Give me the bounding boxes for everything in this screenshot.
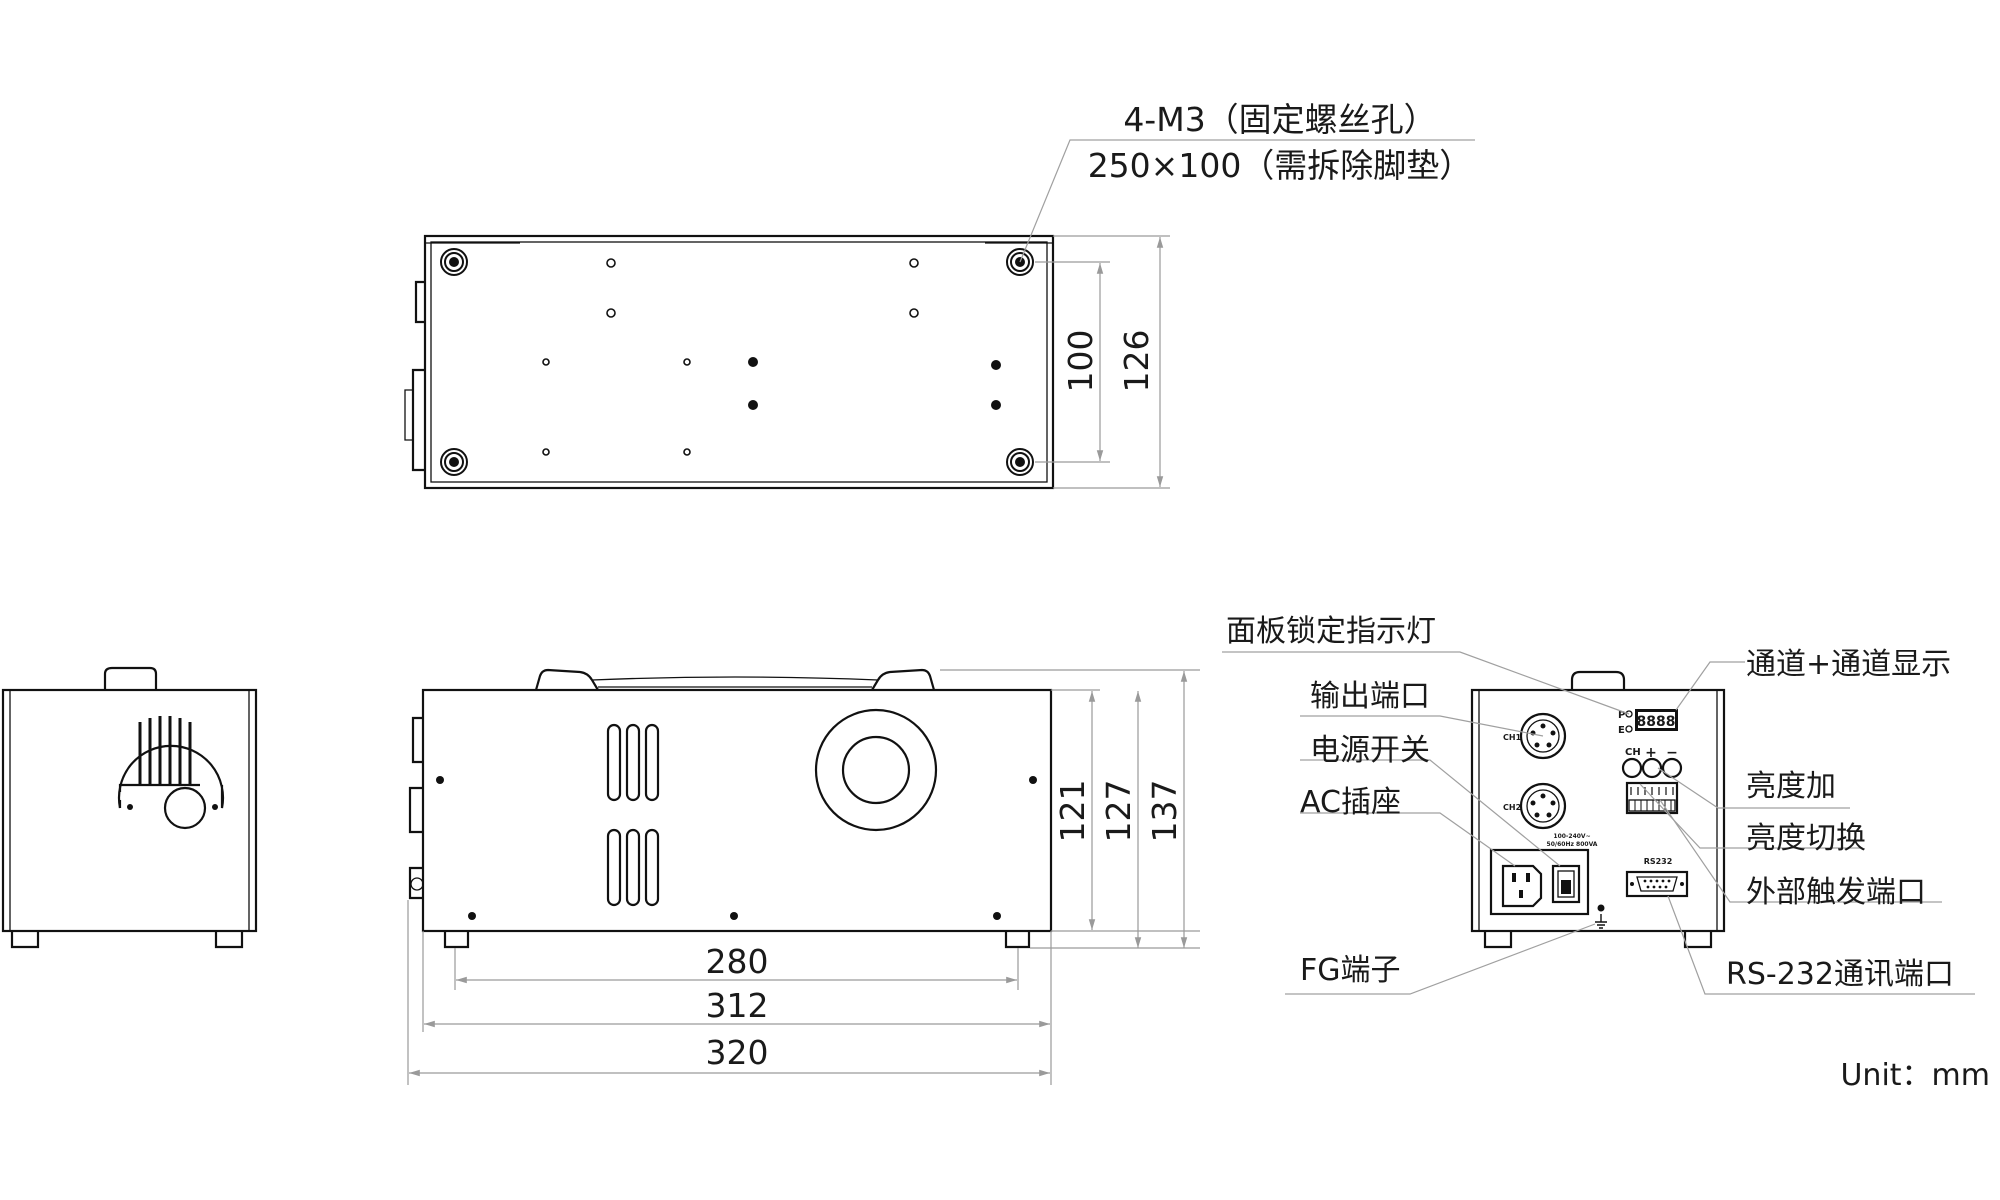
side-view: [1, 666, 258, 949]
rs232-label: RS232: [1644, 857, 1673, 866]
dim-label-126: 126: [1117, 330, 1156, 393]
brightness-down-button[interactable]: [1661, 757, 1683, 779]
rear-panel-outline: [1470, 688, 1726, 933]
label-brightness-up: 亮度加: [1746, 769, 1836, 804]
minus-button-label: −: [1666, 745, 1678, 761]
svg-text:100-240V~: 100-240V~: [1553, 833, 1590, 840]
side-view-outline: [1, 688, 258, 933]
mount-screw-icon: [1006, 448, 1034, 476]
dim-label-137: 137: [1145, 780, 1184, 843]
top-view-inner-outline: [430, 241, 1048, 483]
label-power-switch: 电源开关: [1310, 733, 1430, 768]
front-view-fan-icon: [814, 708, 938, 832]
brightness-up-button[interactable]: [1641, 757, 1663, 779]
label-output-port: 输出端口: [1310, 679, 1430, 714]
label-panel-lock-indicator: 面板锁定指示灯: [1226, 614, 1436, 649]
channel-display-digits: 8888: [1637, 714, 1676, 730]
front-view: 121 127 137 280 312 320: [407, 668, 1200, 1085]
svg-text:50/60Hz 800VA: 50/60Hz 800VA: [1547, 841, 1598, 848]
dim-label-127: 127: [1099, 780, 1138, 843]
callout-mount-spacing: 250×100（需拆除脚垫）: [1088, 146, 1473, 185]
svg-text:CH1: CH1: [1503, 733, 1522, 742]
rear-panel-view: CH1 CH2 P E 8888 CH + −: [1222, 614, 1975, 995]
indicator-e-label: E: [1618, 725, 1625, 736]
ch-switch-button[interactable]: [1621, 757, 1643, 779]
dim-label-121: 121: [1053, 780, 1092, 843]
plus-button-label: +: [1645, 745, 1657, 761]
ac-socket-icon: [1501, 864, 1543, 908]
dim-label-320: 320: [706, 1033, 769, 1072]
mount-screw-icon: [440, 248, 468, 276]
rear-panel-leaders: [1222, 651, 1975, 995]
output-port-ch2: CH2: [1503, 782, 1567, 830]
dim-label-100: 100: [1061, 330, 1100, 393]
svg-text:CH2: CH2: [1503, 803, 1521, 812]
fg-terminal-icon: [1595, 904, 1607, 929]
label-brightness-switch: 亮度切换: [1746, 821, 1866, 856]
label-external-trigger: 外部触发端口: [1746, 875, 1926, 910]
power-switch[interactable]: [1551, 864, 1581, 904]
front-view-outline: [421, 688, 1053, 933]
front-view-vent-slots: [606, 723, 660, 907]
label-rs232-port: RS-232通讯端口: [1726, 957, 1954, 992]
label-channel-display: 通道+通道显示: [1746, 647, 1951, 682]
ch-button-label: CH: [1625, 747, 1641, 758]
top-view-holes: [542, 258, 1001, 456]
label-ac-socket: AC插座: [1300, 785, 1401, 820]
side-view-handle: [103, 666, 158, 690]
indicator-p-label: P: [1618, 710, 1625, 721]
output-port-ch1: CH1: [1503, 712, 1567, 760]
rs232-port: [1625, 870, 1689, 898]
top-view-side-connectors: [411, 280, 425, 472]
top-view: 100 126 4-M3（固定螺丝孔） 250×100（需拆除脚垫）: [404, 100, 1475, 490]
external-trigger-terminal: [1625, 781, 1679, 815]
side-view-fan-icon: [117, 716, 225, 830]
label-fg-terminal: FG端子: [1300, 953, 1401, 988]
callout-mount-holes: 4-M3（固定螺丝孔）: [1123, 100, 1436, 139]
dim-label-280: 280: [706, 942, 769, 981]
top-view-outline: [423, 234, 1055, 490]
dim-label-312: 312: [706, 986, 769, 1025]
mount-screw-icon: [440, 448, 468, 476]
unit-label: Unit：mm: [1840, 1058, 1990, 1093]
